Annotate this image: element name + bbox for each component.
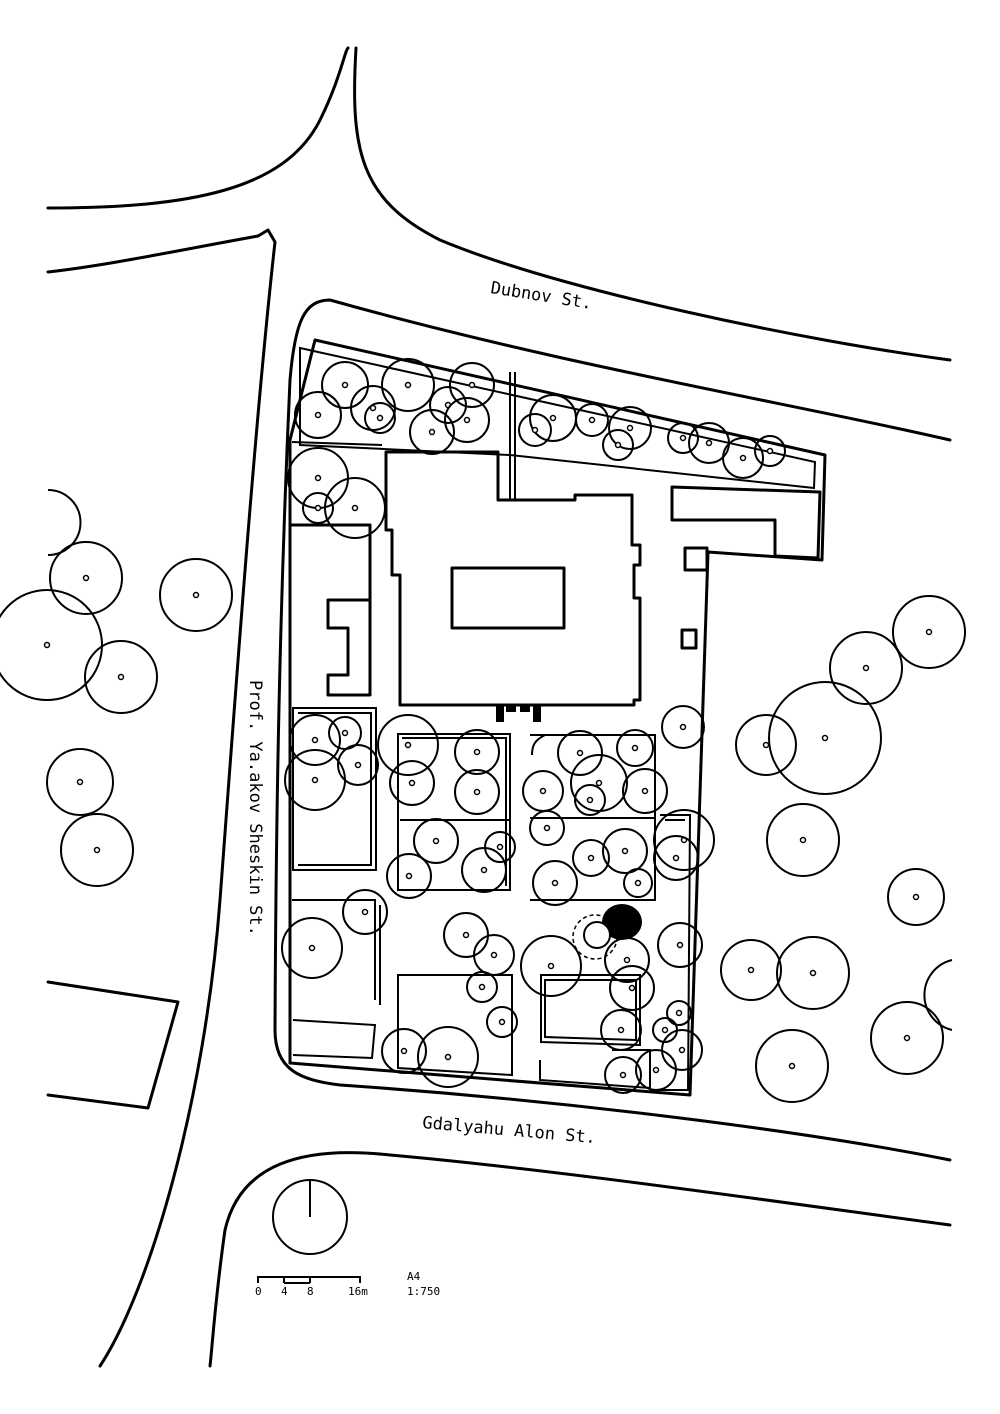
tree-canopy-icon bbox=[604, 1056, 642, 1094]
street-label-dubnov: Dubnov St. bbox=[489, 278, 593, 314]
tree-canopy-icon bbox=[768, 681, 882, 795]
tree-canopy-icon bbox=[661, 705, 705, 749]
tree-canopy-icon bbox=[342, 889, 388, 935]
tree-canopy-icon bbox=[473, 934, 515, 976]
tree-canopy-icon bbox=[381, 358, 435, 412]
tree-canopy-icon bbox=[602, 828, 648, 874]
trees bbox=[0, 358, 966, 1103]
tree-canopy-icon bbox=[529, 394, 577, 442]
tree-canopy-icon bbox=[557, 730, 603, 776]
tree-canopy-icon bbox=[520, 935, 582, 997]
scale-tick-8: 8 bbox=[307, 1285, 314, 1298]
tree-canopy-icon bbox=[720, 939, 782, 1001]
tree-canopy-icon bbox=[600, 1009, 642, 1051]
tree-canopy-icon bbox=[766, 803, 840, 877]
tree-canopy-icon bbox=[454, 729, 500, 775]
tree-canopy-icon bbox=[575, 403, 609, 437]
feature-tree-icon bbox=[572, 904, 642, 960]
tree-canopy-icon bbox=[461, 847, 507, 893]
tree-canopy-icon bbox=[337, 744, 379, 786]
tree-canopy-icon bbox=[484, 831, 516, 863]
tree-canopy-icon bbox=[302, 492, 334, 524]
scale-tick-0: 0 bbox=[255, 1285, 262, 1298]
tree-canopy-icon bbox=[159, 558, 233, 632]
tree-canopy-icon bbox=[417, 1026, 479, 1088]
street-label-sheskin: Prof. Ya.akov Sheskin St. bbox=[245, 680, 265, 936]
tree-canopy-icon bbox=[324, 477, 386, 539]
tree-canopy-icon bbox=[350, 385, 396, 431]
tree-canopy-icon bbox=[389, 760, 435, 806]
tree-canopy-icon bbox=[616, 729, 654, 767]
scale-tick-4: 4 bbox=[281, 1285, 288, 1298]
tree-canopy-icon bbox=[522, 770, 564, 812]
tree-canopy-icon bbox=[454, 769, 500, 815]
main-building bbox=[288, 450, 822, 722]
tree-canopy-icon bbox=[829, 631, 903, 705]
tree-canopy-icon bbox=[486, 1006, 518, 1038]
tree-canopy-icon bbox=[449, 362, 495, 408]
tree-canopy-icon bbox=[667, 422, 699, 454]
tree-canopy-icon bbox=[532, 860, 578, 906]
tree-canopy-icon bbox=[294, 391, 342, 439]
tree-canopy-icon bbox=[0, 589, 103, 701]
tree-canopy-icon bbox=[364, 402, 396, 434]
tree-canopy-icon bbox=[386, 853, 432, 899]
street-label-alon: Gdalyahu Alon St. bbox=[422, 1113, 597, 1148]
sheet-info: A4 1:750 bbox=[407, 1270, 440, 1298]
tree-canopy-icon bbox=[84, 640, 158, 714]
tree-canopy-icon bbox=[653, 809, 715, 871]
tree-canopy-icon bbox=[870, 1001, 944, 1075]
tree-canopy-icon bbox=[754, 435, 786, 467]
tree-canopy-icon bbox=[602, 429, 634, 461]
tree-canopy-icon bbox=[572, 839, 610, 877]
scale-bar: 0 4 8 16m bbox=[255, 1276, 368, 1298]
tree-canopy-icon bbox=[608, 406, 652, 450]
tree-canopy-icon bbox=[623, 868, 653, 898]
sheet-size: A4 bbox=[407, 1270, 421, 1283]
tree-canopy-icon bbox=[377, 714, 439, 776]
tree-canopy-icon bbox=[60, 813, 134, 887]
scale-tick-16m: 16m bbox=[348, 1285, 368, 1298]
tree-canopy-icon bbox=[887, 868, 945, 926]
tree-canopy-icon bbox=[574, 784, 606, 816]
tree-canopy-icon bbox=[289, 714, 341, 766]
tree-canopy-icon bbox=[287, 447, 349, 509]
tree-canopy-icon bbox=[409, 409, 455, 455]
tree-canopy-icon bbox=[657, 922, 703, 968]
tree-canopy-icon bbox=[622, 768, 668, 814]
tree-canopy-icon bbox=[281, 917, 343, 979]
tree-canopy-icon bbox=[735, 714, 797, 776]
tree-canopy-icon bbox=[892, 595, 966, 669]
tree-canopy-icon bbox=[46, 748, 114, 816]
street-curbs bbox=[46, 46, 952, 1368]
tree-canopy-icon bbox=[722, 437, 764, 479]
tree-canopy-icon bbox=[466, 971, 498, 1003]
tree-canopy-icon bbox=[413, 818, 459, 864]
tree-canopy-icon bbox=[49, 541, 123, 615]
tree-canopy-icon bbox=[653, 835, 699, 881]
tree-canopy-icon bbox=[666, 1000, 692, 1026]
tree-canopy-icon bbox=[529, 810, 565, 846]
tree-canopy-icon bbox=[609, 965, 655, 1011]
tree-canopy-icon bbox=[444, 397, 490, 443]
tree-canopy-icon bbox=[443, 912, 489, 958]
tree-canopy-icon bbox=[755, 1029, 829, 1103]
tree-canopy-icon bbox=[284, 749, 346, 811]
north-arrow-icon bbox=[272, 1179, 348, 1255]
tree-canopy-icon bbox=[381, 1028, 427, 1074]
tree-canopy-icon bbox=[661, 1029, 703, 1071]
tree-canopy-icon bbox=[776, 936, 850, 1010]
tree-canopy-icon bbox=[635, 1049, 677, 1091]
sheet-scale: 1:750 bbox=[407, 1285, 440, 1298]
tree-canopy-icon bbox=[518, 413, 552, 447]
tree-canopy-icon bbox=[321, 361, 369, 409]
garden-beds bbox=[292, 707, 692, 1091]
entrance-steps bbox=[496, 704, 541, 722]
